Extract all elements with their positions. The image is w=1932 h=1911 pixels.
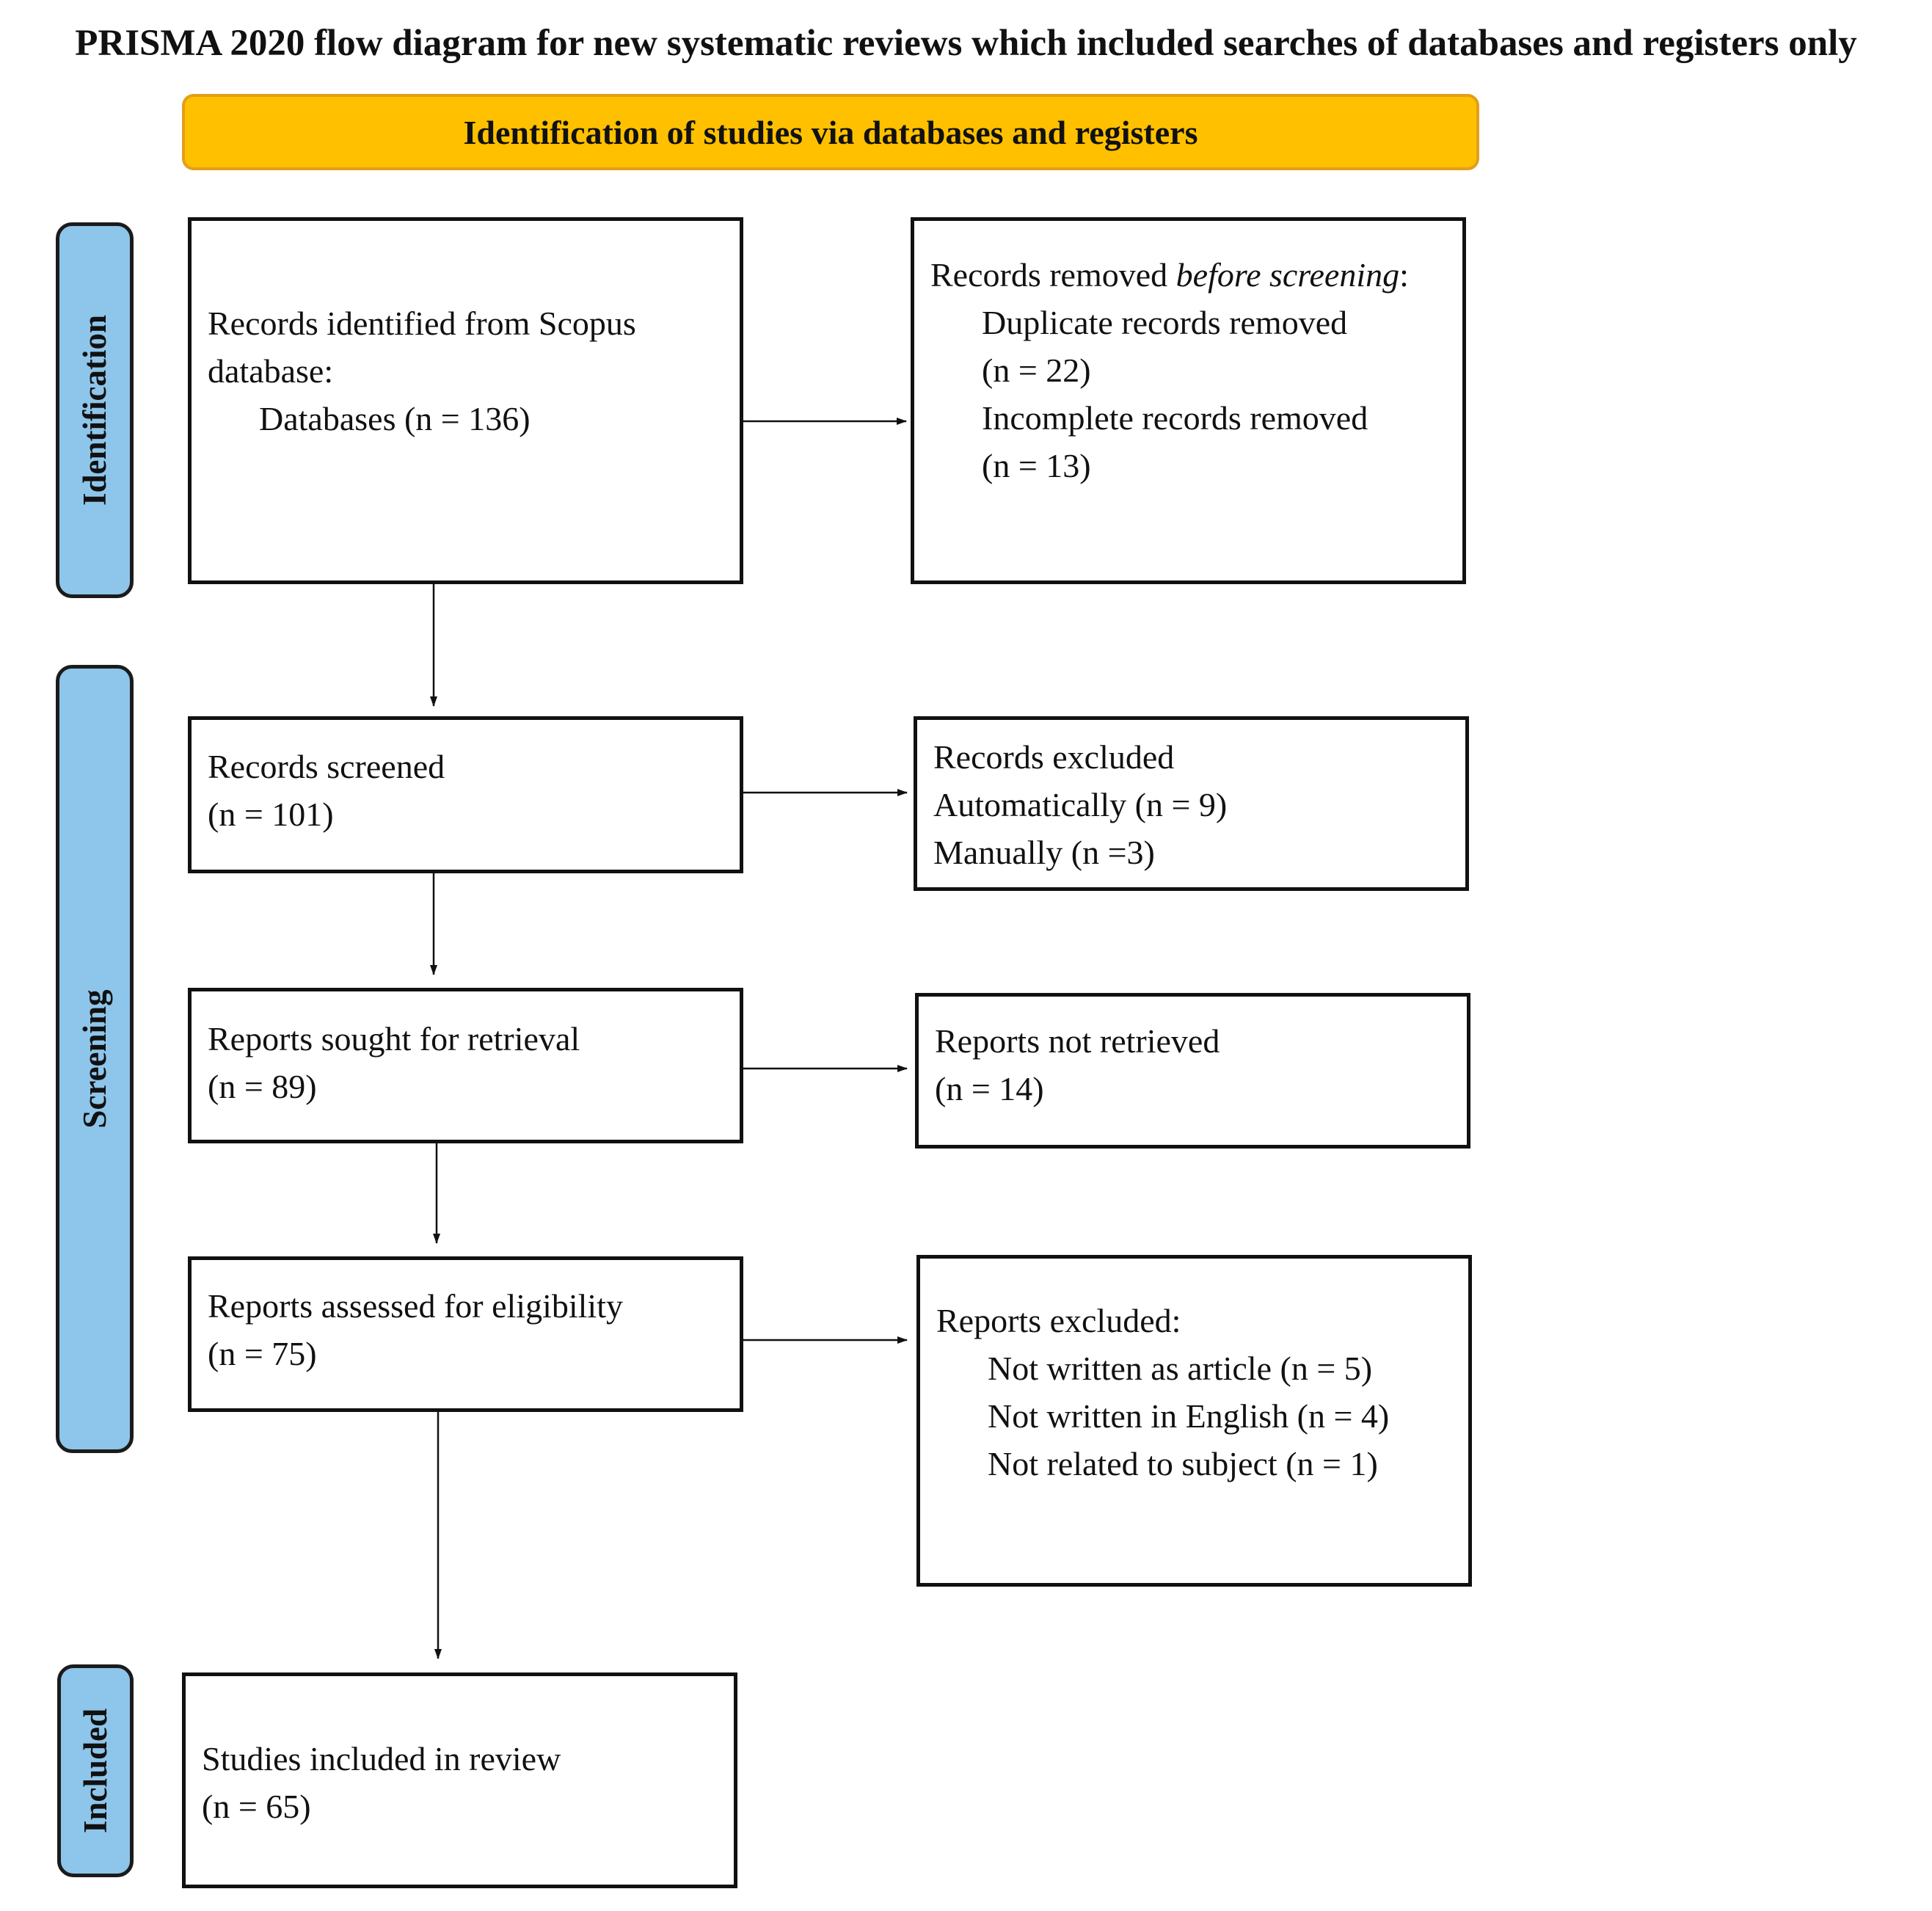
reports-assessed-line1: Reports assessed for eligibility <box>208 1287 623 1325</box>
records-removed-heading: Records removed before screening: <box>930 251 1462 299</box>
records-removed-heading-a: Records removed <box>930 256 1176 294</box>
identification-banner: Identification of studies via databases … <box>182 94 1479 170</box>
phase-identification-label: Identification <box>76 314 113 506</box>
records-removed-box: Records removed before screening: Duplic… <box>911 217 1466 584</box>
records-identified-line3: Databases (n = 136) <box>259 400 531 437</box>
studies-included-line1: Studies included in review <box>202 1740 561 1777</box>
reports-assessed-box: Reports assessed for eligibility (n = 75… <box>188 1256 743 1412</box>
records-identified-line2: database: <box>208 352 334 390</box>
records-excluded-line1: Records excluded <box>933 738 1175 776</box>
phase-screening-label: Screening <box>76 989 113 1129</box>
phase-included: Included <box>57 1664 134 1877</box>
records-removed-line3: (n = 22) <box>982 352 1091 389</box>
reports-sought-box: Reports sought for retrieval (n = 89) <box>188 988 743 1143</box>
records-identified-line1: Records identified from Scopus <box>208 305 636 342</box>
studies-included-box: Studies included in review (n = 65) <box>182 1672 737 1888</box>
records-screened-line2: (n = 101) <box>208 796 334 833</box>
diagram-title: PRISMA 2020 flow diagram for new systema… <box>75 23 1857 64</box>
phase-identification: Identification <box>56 222 134 598</box>
reports-excluded-box: Reports excluded: Not written as article… <box>916 1255 1472 1587</box>
reports-not-retrieved-line1: Reports not retrieved <box>935 1022 1220 1060</box>
records-screened-box: Records screened (n = 101) <box>188 716 743 873</box>
reports-not-retrieved-line2: (n = 14) <box>935 1070 1044 1107</box>
records-excluded-box: Records excluded Automatically (n = 9) M… <box>914 716 1469 891</box>
reports-not-retrieved-box: Reports not retrieved (n = 14) <box>915 993 1470 1149</box>
records-removed-line2: Duplicate records removed <box>982 304 1348 341</box>
records-screened-line1: Records screened <box>208 748 445 785</box>
records-excluded-line2: Automatically (n = 9) <box>933 786 1228 823</box>
reports-excluded-line4: Not related to subject (n = 1) <box>988 1445 1378 1482</box>
reports-excluded-line1: Reports excluded: <box>936 1302 1181 1339</box>
records-excluded-line3: Manually (n =3) <box>933 834 1155 871</box>
studies-included-line2: (n = 65) <box>202 1788 311 1825</box>
reports-excluded-line2: Not written as article (n = 5) <box>988 1350 1373 1387</box>
phase-screening: Screening <box>56 665 134 1453</box>
records-removed-heading-em: before screening <box>1175 256 1400 294</box>
records-removed-heading-b: : <box>1399 256 1409 294</box>
phase-included-label: Included <box>77 1708 114 1834</box>
records-removed-line4: Incomplete records removed <box>982 399 1368 437</box>
records-identified-box: Records identified from Scopus database:… <box>188 217 743 584</box>
reports-sought-line1: Reports sought for retrieval <box>208 1020 580 1058</box>
reports-excluded-line3: Not written in English (n = 4) <box>988 1397 1390 1435</box>
records-removed-line5: (n = 13) <box>982 447 1091 484</box>
reports-assessed-line2: (n = 75) <box>208 1335 317 1372</box>
reports-sought-line2: (n = 89) <box>208 1068 317 1105</box>
